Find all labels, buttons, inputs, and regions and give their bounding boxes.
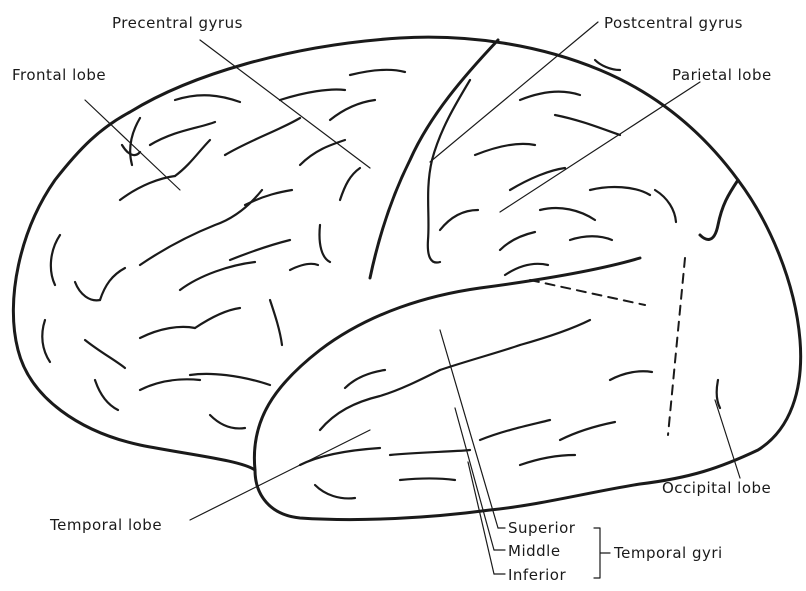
frontal-sulci xyxy=(42,70,405,429)
label-occipital-lobe: Occipital lobe xyxy=(662,479,771,497)
label-superior: Superior xyxy=(508,519,576,537)
postcentral-sulcus xyxy=(428,80,470,263)
leader-temporal-lobe xyxy=(190,430,370,520)
label-inferior: Inferior xyxy=(508,566,566,584)
label-temporal-gyri: Temporal gyri xyxy=(613,544,723,562)
leader-frontal-lobe xyxy=(85,100,180,190)
leader-inferior xyxy=(468,462,494,574)
dashed-boundary-horizontal xyxy=(530,280,645,305)
temporal-gyri-bracket xyxy=(594,528,610,578)
label-parietal-lobe: Parietal lobe xyxy=(672,66,772,84)
occipital-sulci xyxy=(717,380,720,408)
leader-middle xyxy=(455,408,494,550)
leader-parietal-lobe xyxy=(500,82,700,212)
leader-lines xyxy=(85,22,740,578)
dashed-boundary-vertical xyxy=(668,258,685,435)
label-postcentral-gyrus: Postcentral gyrus xyxy=(604,14,743,32)
label-frontal-lobe: Frontal lobe xyxy=(12,66,106,84)
temporal-sulci xyxy=(300,320,652,498)
parieto-occipital-boundary xyxy=(700,180,738,239)
label-precentral-gyrus: Precentral gyrus xyxy=(112,14,243,32)
parietal-sulci xyxy=(440,60,676,275)
lateral-sulcus xyxy=(254,258,640,470)
label-temporal-lobe: Temporal lobe xyxy=(49,516,162,534)
label-middle: Middle xyxy=(508,542,561,560)
leader-precentral-gyrus xyxy=(200,40,370,168)
